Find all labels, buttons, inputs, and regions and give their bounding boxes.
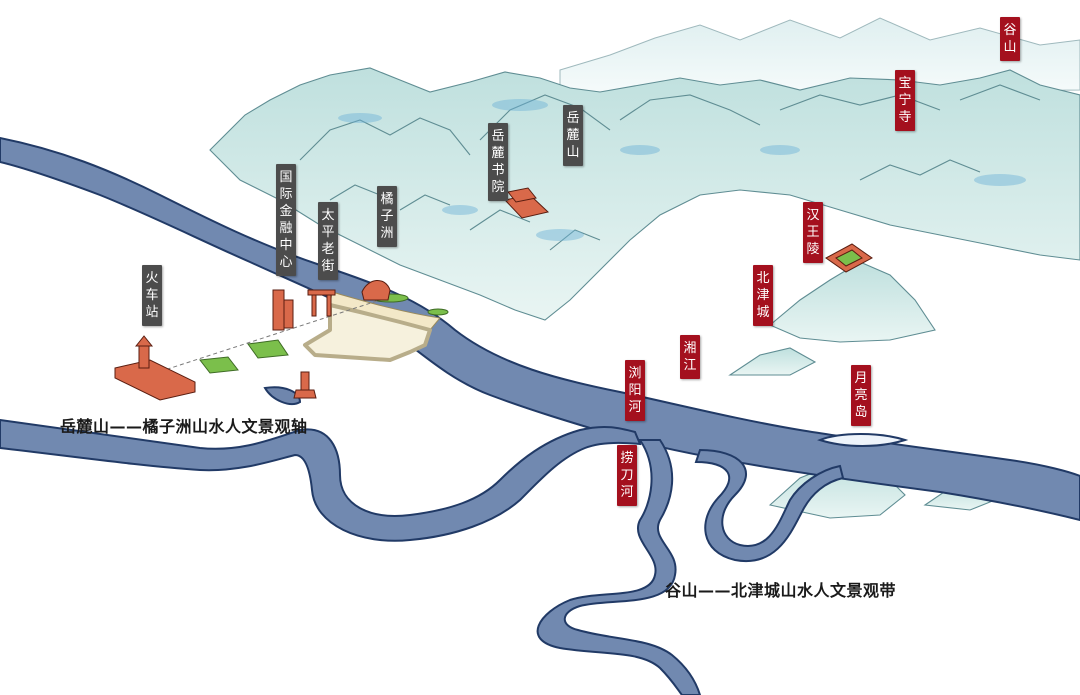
tower-building	[293, 371, 317, 399]
label-moon-island: 月亮岛	[851, 365, 871, 426]
mountain-shading	[338, 99, 1026, 241]
label-intl-finance-center: 国际金融中心	[276, 164, 296, 276]
mao-statue	[361, 280, 391, 301]
label-gushan: 谷山	[1000, 17, 1020, 61]
label-han-king-tomb: 汉王陵	[803, 202, 823, 263]
label-yuelu-academy: 岳麓书院	[488, 123, 508, 201]
finance-center-towers	[272, 289, 294, 331]
label-laodao-river: 捞刀河	[617, 445, 637, 506]
label-train-station: 火车站	[142, 265, 162, 326]
label-baoning-temple: 宝宁寺	[895, 70, 915, 131]
train-station-building	[114, 335, 196, 401]
axis-line	[139, 299, 381, 379]
north-belt-title: 谷山——北津城山水人文景观带	[665, 581, 897, 600]
south-axis-title: 岳麓山——橘子洲山水人文景观轴	[60, 417, 308, 436]
taiping-street-gate	[307, 289, 336, 317]
label-orange-isle: 橘子洲	[377, 186, 397, 247]
axis-green-blocks	[199, 339, 289, 374]
label-taiping-street: 太平老街	[318, 202, 338, 280]
label-yuelu-mountain: 岳麓山	[563, 105, 583, 166]
mountain-range	[209, 67, 1080, 321]
distant-mountains	[559, 17, 1080, 96]
label-xiang-river: 湘江	[680, 335, 700, 379]
yuelu-academy-building	[504, 187, 550, 219]
pond	[263, 386, 302, 406]
city-wall	[303, 303, 432, 362]
han-king-tomb-building	[825, 243, 873, 273]
label-beijin-city: 北津城	[753, 265, 773, 326]
label-liuyang-river: 浏阳河	[625, 360, 645, 421]
